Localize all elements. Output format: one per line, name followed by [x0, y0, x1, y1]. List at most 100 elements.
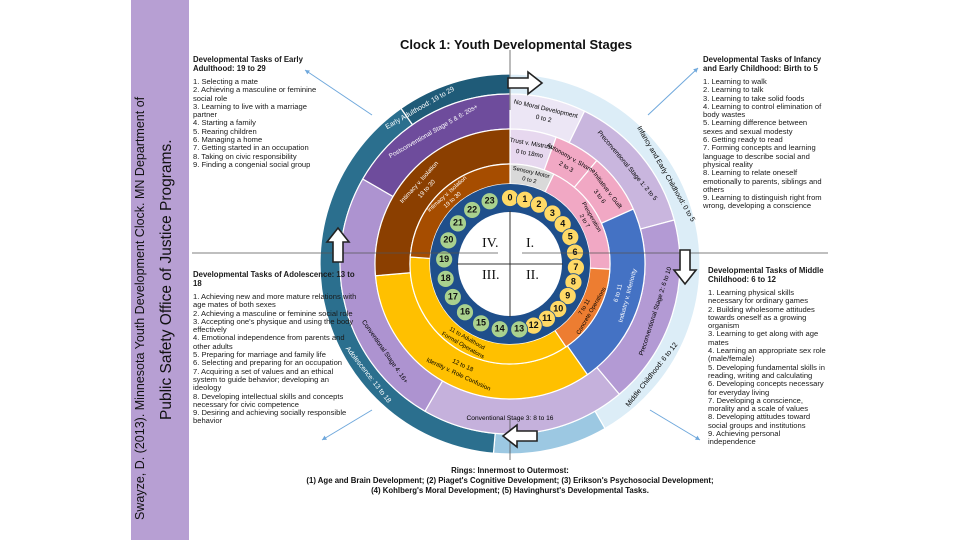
tasks-heading: Developmental Tasks of Early Adulthood: … [193, 55, 303, 73]
age-number: 7 [573, 262, 578, 272]
task-item: 2. Achieving a masculine or feminine soc… [193, 308, 353, 318]
age-cell [439, 231, 458, 250]
task-item: 9. Desiring and achieving socially respo… [193, 408, 347, 426]
task-item: 4. Emotional independence from parents a… [193, 333, 345, 351]
task-item: 5. Rearing children [193, 126, 257, 136]
age-number: 8 [571, 277, 576, 287]
age-cell [480, 192, 499, 211]
age-number: 13 [514, 324, 524, 334]
age-cell [490, 320, 509, 339]
legend-line-1: Rings: Innermost to Outermost: [451, 466, 569, 475]
erikson-label: 6 to 11 [613, 283, 625, 303]
task-item: 6. Developing concepts necessary for eve… [708, 379, 824, 397]
age-cell [510, 320, 529, 339]
task-item: 1. Learning to walk [703, 77, 767, 86]
age-number: 4 [560, 219, 565, 229]
pointer-arrow-infancy-head [693, 68, 698, 73]
age-number: 17 [448, 291, 458, 301]
task-item: 8. Developing intellectual skills and co… [193, 391, 344, 409]
erikson-label: 0 to 18mo [515, 148, 544, 160]
age-number: 6 [572, 247, 577, 257]
tasks-heading: Developmental Tasks of Infancy and Early… [703, 55, 822, 73]
quadrant-label: II. [526, 268, 539, 283]
task-item: 6. Selecting and preparing for an occupa… [193, 358, 343, 368]
task-item: 7. Getting started in an occupation [193, 143, 309, 153]
legend-line-3: (4) Kohlberg's Moral Development; (5) Ha… [371, 486, 649, 495]
tasks-early-adulthood: Developmental Tasks of Early Adulthood: … [193, 55, 328, 169]
diagram-title: Clock 1: Youth Developmental Stages [400, 37, 633, 52]
task-item: 1. Selecting a mate [193, 77, 259, 86]
age-cell [449, 214, 467, 233]
quadrant-label: III. [482, 268, 500, 283]
age-cell [558, 287, 577, 305]
rings-legend: Rings: Innermost to Outermost: (1) Age a… [300, 466, 720, 496]
age-number: 23 [485, 196, 495, 206]
age-cell [435, 250, 454, 269]
flow-arrow-left [325, 226, 351, 263]
age-number: 0 [507, 192, 512, 202]
age-number: 18 [441, 273, 451, 283]
age-number: 19 [439, 254, 449, 264]
task-item: 5. Learning difference between sexes and… [703, 118, 808, 136]
age-number: 10 [553, 303, 563, 313]
pointer-arrow-middle-childhood-head [695, 435, 700, 440]
tasks-infancy: Developmental Tasks of Infancy and Early… [703, 55, 828, 211]
age-number: 3 [550, 208, 555, 218]
task-item: 9. Achieving personal independence [708, 429, 781, 447]
task-item: 2. Achieving a masculine or feminine soc… [193, 85, 317, 103]
age-number: 20 [443, 235, 453, 245]
task-item: 1. Learning physical skills necessary fo… [708, 288, 809, 306]
task-item: 7. Acquiring a set of values and an ethi… [193, 366, 334, 393]
task-item: 6. Managing a home [193, 135, 263, 145]
task-item: 5. Developing fundamental skills in read… [708, 362, 825, 380]
tasks-heading: Developmental Tasks of Adolescence: 13 t… [193, 270, 355, 288]
age-cell [456, 303, 474, 322]
tasks-middle-childhood: Developmental Tasks of Middle Childhood:… [708, 266, 828, 447]
task-item: 4. Learning to control elimination of bo… [703, 101, 822, 120]
task-item: 3. Learning to get along with age mates [708, 329, 819, 347]
task-item: 1. Achieving new and more mature relatio… [193, 292, 357, 310]
piaget-label: 0 to 2 [521, 176, 536, 185]
age-cell [543, 204, 562, 223]
age-number: 21 [453, 218, 463, 228]
task-item: 8. Taking on civic responsibility [193, 151, 297, 161]
age-number: 1 [522, 194, 527, 204]
tasks-adolescence: Developmental Tasks of Adolescence: 13 t… [193, 270, 358, 426]
legend-line-2: (1) Age and Brain Development; (2) Piage… [306, 476, 714, 485]
age-number: 9 [565, 290, 570, 300]
task-item: 3. Learning to take solid foods [703, 93, 805, 103]
kohlberg-label: 0 to 2 [535, 114, 553, 125]
task-item: 3. Learning to live with a marriage part… [193, 101, 307, 120]
task-item: 8. Learning to relate oneself emotionall… [703, 168, 822, 194]
task-item: 8. Developing attitudes toward social gr… [708, 412, 811, 430]
flow-arrow-right [672, 249, 698, 286]
task-item: 5. Preparing for marriage and family lif… [193, 350, 326, 360]
age-number: 15 [476, 318, 486, 328]
age-number: 2 [536, 199, 541, 209]
task-item: 9. Finding a congenial social group [193, 159, 311, 169]
pointer-arrow-adolescence-head [322, 435, 327, 440]
age-cell [436, 269, 455, 288]
age-number: 11 [542, 313, 552, 323]
pointer-arrow-early-adulthood-head [305, 70, 310, 75]
age-number: 14 [495, 324, 505, 334]
age-number: 22 [467, 204, 477, 214]
task-item: 2. Learning to talk [703, 85, 764, 95]
task-item: 3. Accepting one's physique and using th… [193, 316, 354, 335]
age-cell [443, 288, 462, 306]
age-cell [472, 314, 490, 333]
task-item: 7. Developing a conscience, morality and… [708, 395, 809, 414]
quadrant-label: I. [526, 236, 534, 251]
task-item: 4. Starting a family [193, 118, 256, 128]
pointer-arrow-early-adulthood [304, 69, 373, 116]
pointer-arrow-middle-childhood [649, 409, 701, 441]
age-number: 5 [568, 232, 573, 242]
task-item: 2. Building wholesome attitudes towards … [708, 304, 815, 331]
pointer-arrow-infancy [647, 67, 699, 116]
flow-arrow-top [507, 70, 544, 96]
quadrant-label: IV. [482, 236, 498, 251]
age-number: 12 [529, 320, 539, 330]
pointer-arrow-adolescence [321, 409, 373, 441]
task-item: 6. Getting ready to read [703, 135, 783, 145]
age-cell [463, 201, 482, 219]
